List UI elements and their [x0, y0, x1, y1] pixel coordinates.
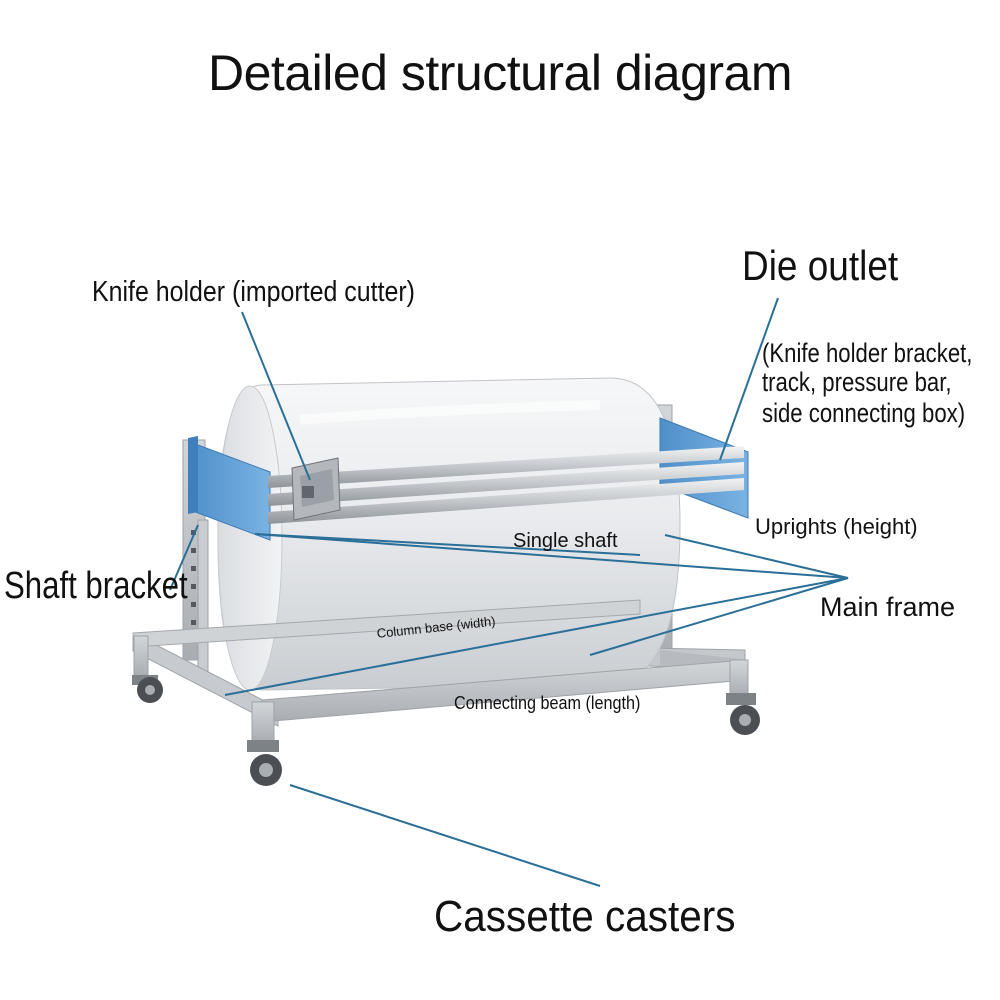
label-die-outlet-detail-line: (Knife holder bracket,	[762, 338, 973, 368]
leader-casters	[289, 784, 601, 887]
label-die-outlet: Die outlet	[742, 242, 899, 289]
left-blue-bracket	[188, 436, 271, 541]
label-single-shaft: Single shaft	[513, 530, 618, 552]
leader-main-frame-a	[254, 533, 849, 579]
knife-holder	[291, 457, 341, 521]
leader-main-frame-b	[224, 577, 849, 696]
label-die-outlet-detail-line: side connecting box)	[762, 398, 966, 428]
label-knife-holder: Knife holder (imported cutter)	[92, 276, 415, 308]
leader-die-outlet	[719, 297, 779, 461]
label-uprights: Uprights (height)	[755, 514, 918, 539]
label-cassette-casters: Cassette casters	[434, 892, 736, 941]
leader-uprights	[664, 534, 849, 579]
label-die-outlet-detail-line: track, pressure bar,	[762, 367, 952, 397]
label-shaft-bracket: Shaft bracket	[4, 565, 188, 607]
caster-back-left	[132, 675, 163, 703]
leader-shaft-bracket	[169, 524, 199, 591]
leader-lines	[169, 297, 849, 887]
leader-single-shaft	[254, 533, 641, 556]
leader-knife-holder	[241, 311, 311, 481]
leader-main-frame-c	[589, 577, 849, 656]
label-connecting-beam: Connecting beam (length)	[454, 693, 641, 713]
label-main-frame: Main frame	[820, 592, 956, 622]
caster-front-right	[726, 693, 760, 735]
main-frame-front	[132, 599, 749, 743]
caster-front-left	[247, 740, 282, 786]
diagram-title: Detailed structural diagram	[208, 45, 793, 101]
rails	[268, 446, 744, 524]
